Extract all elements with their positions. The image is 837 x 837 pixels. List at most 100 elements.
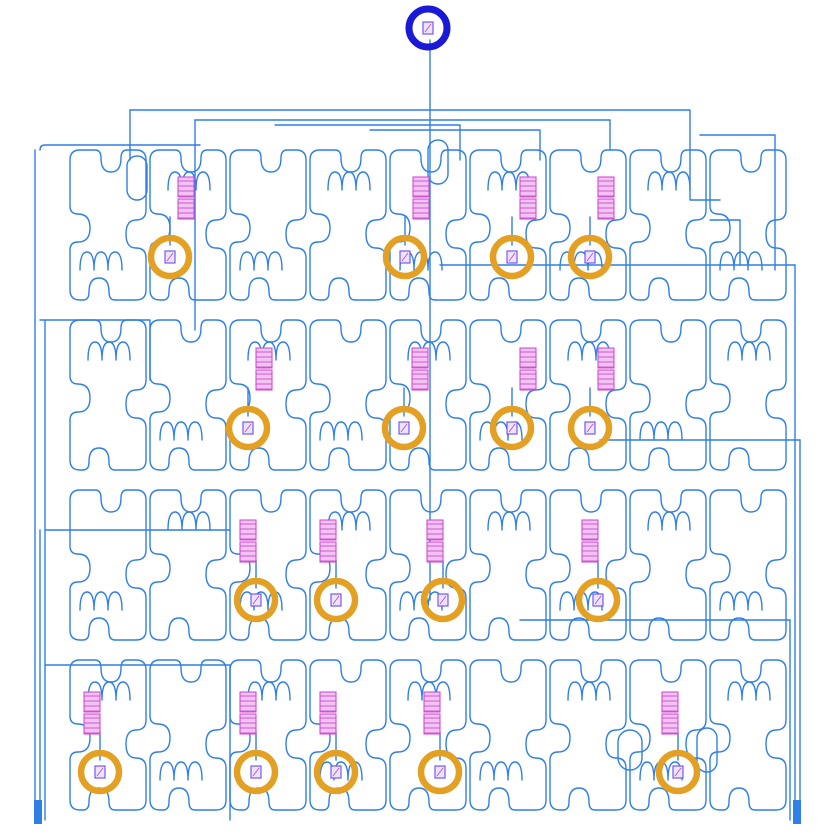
valve-pad <box>412 176 430 198</box>
valve-pad <box>423 713 441 735</box>
channel-cell <box>149 489 227 641</box>
chamber-unit <box>233 691 279 795</box>
valve-pad <box>597 369 615 391</box>
chamber-ring <box>489 234 535 280</box>
mixer-channel <box>87 341 131 361</box>
chamber-unit <box>489 347 537 451</box>
bus-channel <box>39 144 201 151</box>
chamber-unit <box>233 519 279 623</box>
chamber-ring <box>225 405 271 451</box>
valve-pad <box>239 691 257 713</box>
inlet-hatch <box>424 23 432 33</box>
channel-cell <box>629 659 707 811</box>
mixer-channel <box>487 171 531 191</box>
bus-channel <box>699 134 776 271</box>
chamber-ring <box>489 405 535 451</box>
valve-pad <box>423 691 441 713</box>
chamber-ring <box>575 577 621 623</box>
via-hatch <box>594 595 602 605</box>
valve-pad <box>519 176 537 198</box>
via-hatch <box>252 767 260 777</box>
valve-pad <box>411 347 429 369</box>
mixer-channel <box>719 591 763 611</box>
mixer-channel <box>639 421 683 441</box>
chamber-unit <box>313 519 359 623</box>
chamber-unit <box>575 519 621 623</box>
channel-cell <box>229 659 307 811</box>
valve-pad <box>83 713 101 735</box>
mixer-channel <box>327 171 371 191</box>
mixer-channel <box>247 341 291 361</box>
chamber-unit <box>489 176 537 280</box>
channel-cell <box>389 489 467 641</box>
via-hatch <box>436 767 444 777</box>
valve-pad <box>255 347 273 369</box>
mixer-channel <box>407 341 451 361</box>
chamber-ring <box>420 577 466 623</box>
via-hatch <box>508 423 516 433</box>
valve-pad <box>319 713 337 735</box>
mixer-channel <box>567 341 611 361</box>
valve-pad <box>239 713 257 735</box>
valve-pad <box>597 176 615 198</box>
bus-channel <box>39 319 151 381</box>
channel-cell <box>309 149 387 301</box>
channel-cell <box>549 659 627 811</box>
mixer-channel <box>647 171 691 191</box>
chamber-ring <box>313 749 359 795</box>
valve-pad <box>255 369 273 391</box>
chamber-ring <box>567 405 613 451</box>
chamber-ring <box>233 749 279 795</box>
mixer-channel <box>87 681 131 701</box>
valve-pad <box>239 541 257 563</box>
outlet-bar <box>34 800 42 824</box>
valve-pad <box>519 347 537 369</box>
mixer-channel <box>239 251 283 271</box>
chamber-unit <box>225 347 273 451</box>
valve-pad <box>426 519 444 541</box>
mixer-channel <box>407 681 451 701</box>
mixer-channel <box>159 761 203 781</box>
channel-cell <box>709 489 787 641</box>
valve-pad <box>412 198 430 220</box>
chamber-unit <box>382 176 430 280</box>
channel-cell <box>469 149 547 301</box>
inlet-port <box>405 5 451 51</box>
valve-pad <box>519 198 537 220</box>
mixer-channel <box>319 421 363 441</box>
mixer-channel <box>399 591 443 611</box>
chamber-ring <box>655 749 701 795</box>
chamber-unit <box>417 691 463 795</box>
chamber-unit <box>313 691 359 795</box>
via-hatch <box>96 767 104 777</box>
outer-bus-channels <box>34 39 801 824</box>
mixer-channel <box>79 251 123 271</box>
chamber-ring <box>417 749 463 795</box>
mixer-channel <box>167 171 211 191</box>
channel-cell <box>709 659 787 811</box>
via-hatch <box>332 595 340 605</box>
chamber-ring <box>147 234 193 280</box>
valve-pad <box>426 541 444 563</box>
mixer-channel <box>79 591 123 611</box>
via-hatch <box>674 767 682 777</box>
chamber-ring <box>77 749 123 795</box>
valve-pad <box>319 691 337 713</box>
valve-pad <box>597 198 615 220</box>
bus-channel <box>194 119 611 151</box>
mixer-channel <box>479 761 523 781</box>
channel-cell <box>229 149 307 301</box>
valve-pad <box>661 691 679 713</box>
via-hatch <box>244 423 252 433</box>
bus-channel <box>369 129 541 161</box>
loop-channel <box>617 729 643 771</box>
chamber-ring <box>381 405 427 451</box>
chamber-unit <box>567 347 615 451</box>
valve-pad <box>661 713 679 735</box>
valve-pad <box>581 519 599 541</box>
via-hatch <box>400 423 408 433</box>
valve-pad <box>177 176 195 198</box>
chamber-ring <box>313 577 359 623</box>
